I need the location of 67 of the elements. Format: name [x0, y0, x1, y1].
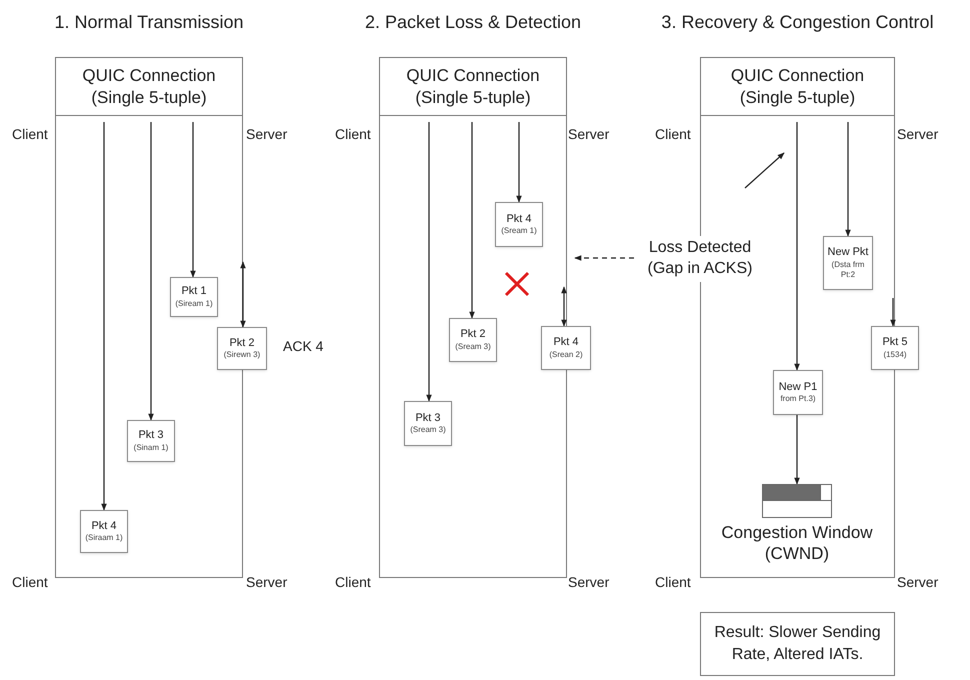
- result-box: Result: Slower Sending Rate, Altered IATs.: [700, 612, 895, 676]
- packet-box: [170, 277, 218, 317]
- double-arrow: [240, 261, 246, 328]
- packet-box: [80, 510, 128, 553]
- packet-detail: (Sream 1): [501, 226, 537, 236]
- arrow: [426, 122, 432, 402]
- endpoint-label: Server: [897, 125, 938, 144]
- arrow: [794, 415, 800, 485]
- arrow: [890, 298, 896, 327]
- packet-name: Pkt 2: [460, 328, 486, 342]
- packet-name: Pkt 4: [506, 212, 532, 226]
- packet-box: [495, 202, 543, 247]
- packet-detail: (Siraam 1): [85, 533, 123, 544]
- packet-name: Pkt 3: [138, 429, 164, 443]
- arrow: [469, 122, 475, 319]
- packet-box: [404, 401, 452, 446]
- arrow: [148, 122, 154, 421]
- endpoint-label: Client: [12, 125, 48, 144]
- packet-box: [127, 420, 175, 462]
- endpoint-label: Server: [568, 573, 610, 592]
- packet-name: Pkt 5: [882, 336, 908, 350]
- packet-box: [823, 236, 873, 290]
- window-caption: Congestion Window (CWND): [720, 522, 874, 564]
- packet-name: Pkt 1: [181, 285, 207, 299]
- arrow: [794, 122, 800, 371]
- panel-title: 1. Normal Transmission: [54, 11, 244, 34]
- packet-box: [773, 370, 823, 415]
- connection-header: QUIC Connection (Single 5-tuple): [56, 58, 242, 116]
- double-arrow: [561, 286, 567, 327]
- panel-title: 2. Packet Loss & Detection: [364, 11, 582, 34]
- endpoint-label: Client: [655, 573, 691, 592]
- arrow: [101, 122, 107, 511]
- endpoint-label: Server: [246, 573, 288, 592]
- packet-name: New P1: [778, 380, 818, 394]
- endpoint-label: Client: [335, 125, 371, 144]
- panel-title: 3. Recovery & Congestion Control: [661, 11, 934, 34]
- packet-detail: (Sinam 1): [134, 442, 168, 453]
- arrow: [190, 122, 196, 278]
- packet-name: Pkt 3: [415, 412, 441, 426]
- packet-detail: from Pt.3): [780, 394, 816, 404]
- packet-detail: (1534): [883, 350, 907, 360]
- endpoint-label: Server: [897, 573, 938, 592]
- arrow: [516, 122, 522, 203]
- packet-detail: (Sream 3): [410, 425, 446, 436]
- packet-detail: (Siream 1): [175, 298, 213, 309]
- packet-detail: (Srean 2): [549, 350, 583, 360]
- arrow: [845, 122, 851, 237]
- connection-header: QUIC Connection (Single 5-tuple): [380, 58, 566, 116]
- packet-detail: (Sream 3): [455, 342, 491, 352]
- packet-name: New Pkt: [828, 246, 868, 260]
- connection-header: QUIC Connection (Single 5-tuple): [701, 58, 894, 116]
- packet-box: [541, 326, 591, 370]
- packet-box: [449, 318, 497, 362]
- packet-name: Pkt 2: [229, 336, 255, 350]
- packet-box: [217, 327, 267, 370]
- packet-box: [871, 326, 919, 370]
- endpoint-label: Client: [335, 573, 371, 592]
- packet-name: Pkt 4: [91, 520, 117, 534]
- endpoint-label: Server: [246, 125, 288, 144]
- arrow: [574, 255, 634, 261]
- packet-name: Pkt 4: [553, 336, 579, 350]
- packet-detail: (Sirewn 3): [224, 350, 260, 360]
- packet-detail: (Dsta frm Pt:2: [830, 260, 866, 280]
- endpoint-label: Server: [568, 125, 610, 144]
- ack-label: ACK 4: [283, 337, 324, 356]
- endpoint-label: Client: [655, 125, 691, 144]
- endpoint-label: Client: [12, 573, 48, 592]
